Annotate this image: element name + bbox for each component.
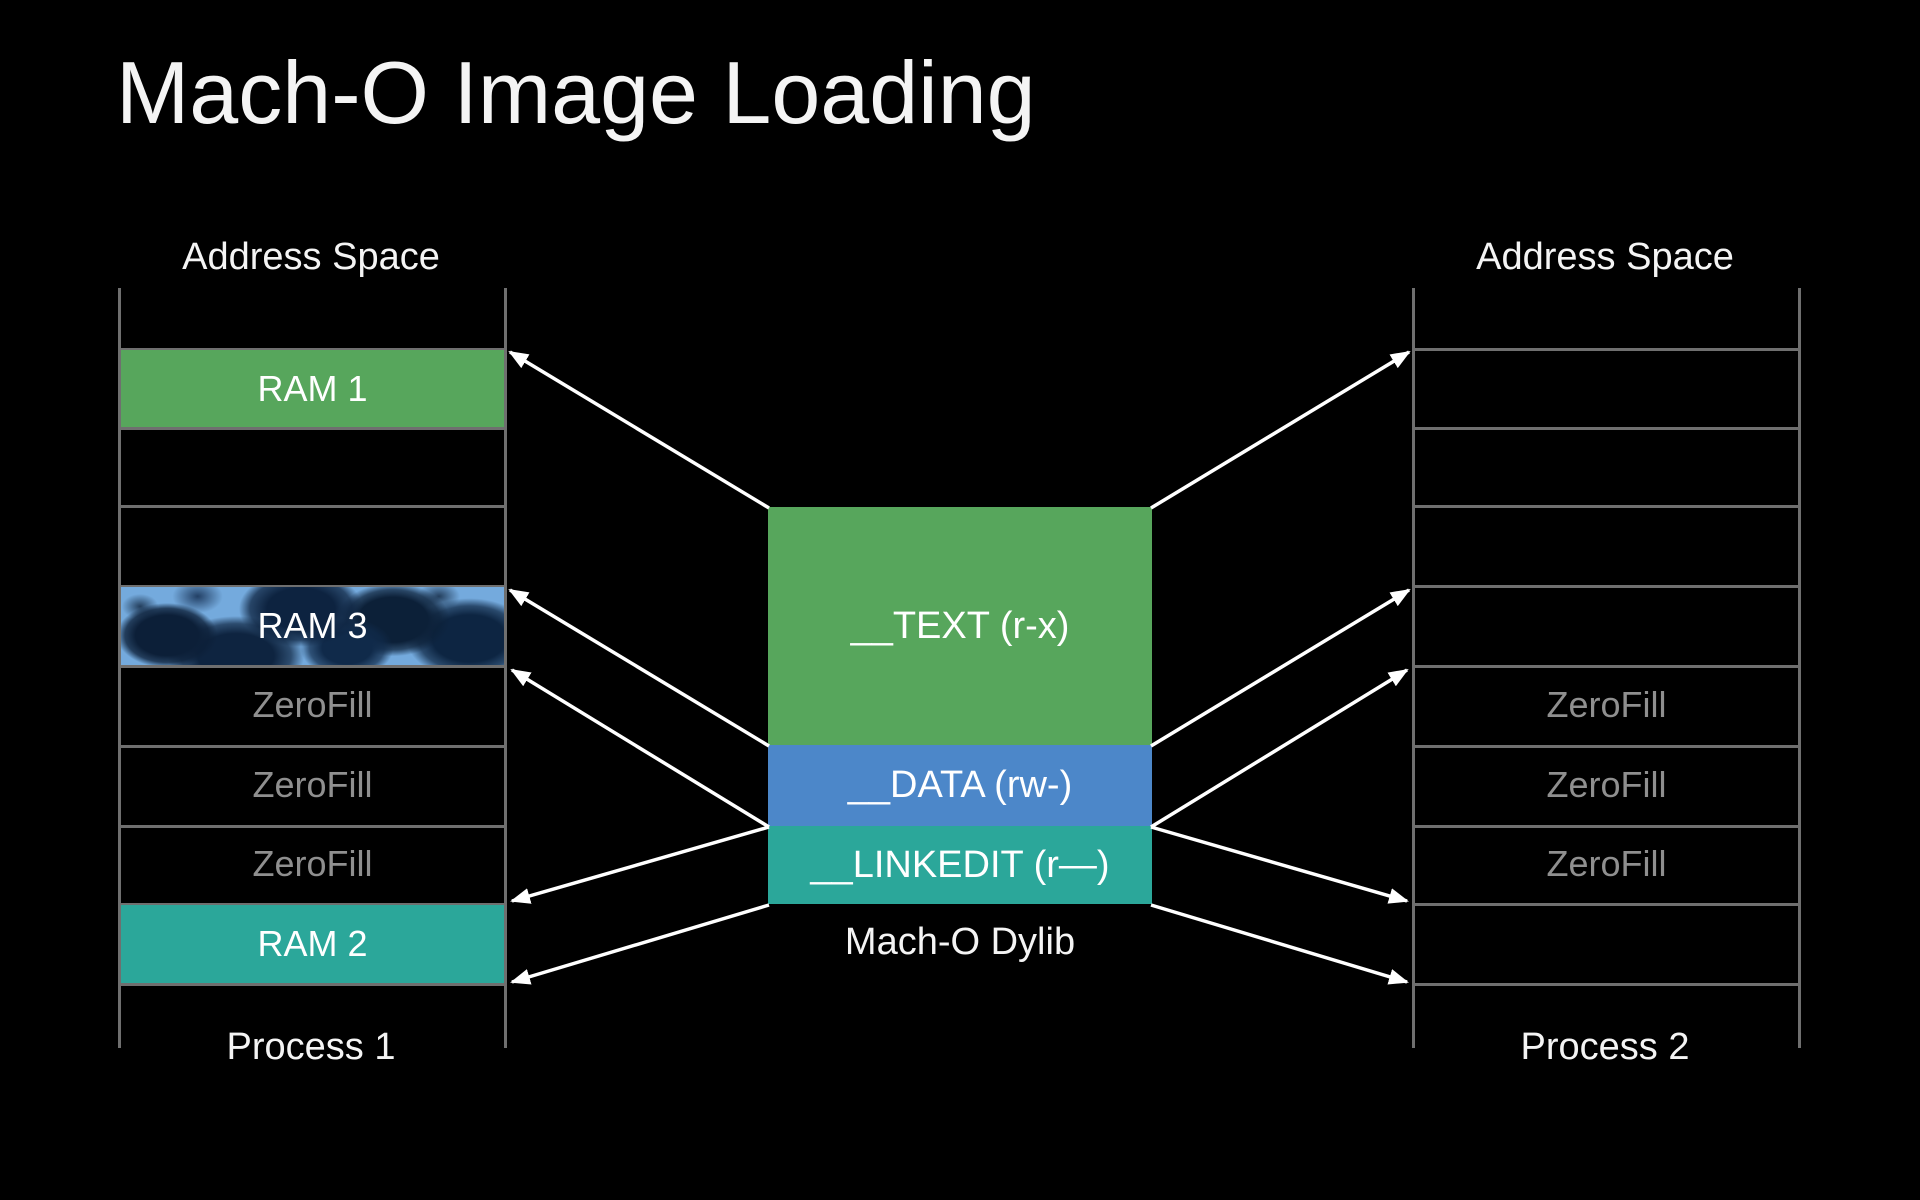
grid-line xyxy=(118,585,507,588)
grid-line xyxy=(118,903,507,906)
text-segment: __TEXT (r-x) xyxy=(768,507,1152,745)
process1-zerofill-row: ZeroFill xyxy=(252,764,373,805)
process2-address-space-column: ZeroFill ZeroFill ZeroFill xyxy=(1412,288,1801,1048)
grid-line xyxy=(118,825,507,828)
grid-line xyxy=(1412,505,1801,508)
grid-line xyxy=(1412,665,1801,668)
process1-label: Process 1 xyxy=(226,1026,396,1068)
grid-line xyxy=(118,427,507,430)
arrow-linkedit-to-p2-row xyxy=(1150,825,1409,904)
grid-line xyxy=(1412,427,1801,430)
arrow-data-to-p2-zerofill xyxy=(1150,668,1409,829)
arrow-text-to-p1-ram3 xyxy=(508,588,770,748)
process2-zerofill-row: ZeroFill xyxy=(1546,684,1667,725)
slide-title: Mach-O Image Loading xyxy=(116,43,1036,142)
grid-line xyxy=(1412,585,1801,588)
grid-line xyxy=(1412,745,1801,748)
grid-line xyxy=(1412,348,1801,351)
process1-ram2-block: RAM 2 xyxy=(121,905,504,983)
process2-label: Process 2 xyxy=(1520,1026,1690,1068)
process1-address-space-label: Address Space xyxy=(182,236,440,278)
mach-o-dylib-stack: __TEXT (r-x) __DATA (rw-) __LINKEDIT (r—… xyxy=(768,507,1152,904)
grid-line xyxy=(118,665,507,668)
arrow-text-to-p2-top xyxy=(1150,350,1411,510)
mach-o-dylib-label: Mach-O Dylib xyxy=(844,921,1076,963)
arrow-linkedit-to-p2-row-bottom xyxy=(1150,903,1409,985)
grid-line xyxy=(118,983,507,986)
grid-line xyxy=(1412,903,1801,906)
grid-line xyxy=(1412,825,1801,828)
data-segment: __DATA (rw-) xyxy=(768,745,1152,826)
grid-line xyxy=(1412,983,1801,986)
process1-address-space-column: RAM 1 RAM 3 ZeroFill ZeroFill ZeroFill R… xyxy=(118,288,507,1048)
process1-ram1-block: RAM 1 xyxy=(121,350,504,427)
process2-zerofill-row: ZeroFill xyxy=(1546,764,1667,805)
grid-line xyxy=(118,745,507,748)
arrow-data-to-p1-zerofill xyxy=(510,668,770,829)
process1-ram3-block: RAM 3 xyxy=(121,587,504,665)
arrow-linkedit-to-p1-ram2 xyxy=(510,825,770,904)
grid-line xyxy=(118,348,507,351)
arrow-text-to-p2-row4 xyxy=(1150,588,1411,748)
linkedit-segment: __LINKEDIT (r—) xyxy=(768,826,1152,904)
arrow-linkedit-to-p1-ram2-bottom xyxy=(510,903,770,985)
grid-line xyxy=(118,505,507,508)
process2-zerofill-row: ZeroFill xyxy=(1546,843,1667,884)
process2-address-space-label: Address Space xyxy=(1476,236,1734,278)
arrow-text-to-p1-ram1 xyxy=(508,350,770,510)
process1-zerofill-row: ZeroFill xyxy=(252,843,373,884)
process1-zerofill-row: ZeroFill xyxy=(252,684,373,725)
